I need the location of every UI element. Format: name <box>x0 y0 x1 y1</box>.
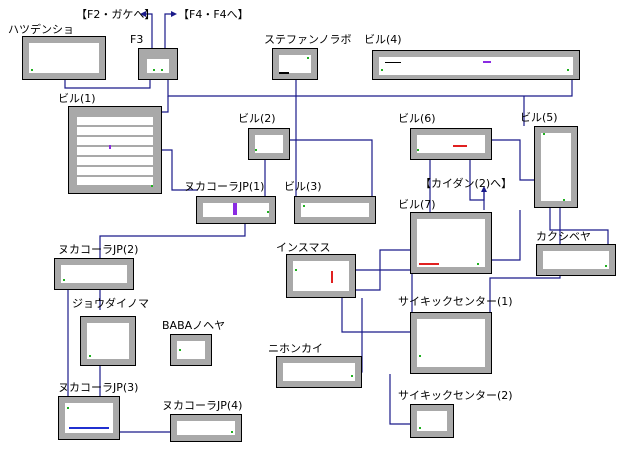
room-stefan-lab[interactable] <box>272 48 318 80</box>
label-f3: F3 <box>130 33 144 46</box>
label-f4-link[interactable]: 【F4・F4へ】 <box>178 8 249 21</box>
room-building3[interactable] <box>294 196 376 224</box>
label-building5: ビル(5) <box>520 111 558 124</box>
room-psychic1[interactable] <box>410 312 492 374</box>
label-nukacola3: ヌカコーラJP(3) <box>58 381 139 394</box>
label-building2: ビル(2) <box>238 112 276 125</box>
label-psychic1: サイキックセンター(1) <box>398 295 513 308</box>
label-nukacola2: ヌカコーラJP(2) <box>58 243 139 256</box>
room-baba[interactable] <box>170 334 212 366</box>
room-hatsudensho[interactable] <box>22 36 106 80</box>
room-nihonkai[interactable] <box>276 356 362 388</box>
room-building4[interactable] <box>372 50 580 80</box>
room-psychic2[interactable] <box>410 404 454 438</box>
room-nukacola4[interactable] <box>170 414 242 442</box>
room-building6[interactable] <box>410 128 492 160</box>
room-building5[interactable] <box>534 126 578 208</box>
room-nukacola1[interactable] <box>196 196 276 224</box>
label-f2-link[interactable]: 【F2・ガケへ】 <box>76 8 156 21</box>
label-building3: ビル(3) <box>284 180 322 193</box>
label-building1: ビル(1) <box>58 92 96 105</box>
label-nukacola1: ヌカコーラJP(1) <box>184 180 265 193</box>
room-nukacola3[interactable] <box>58 396 120 440</box>
room-building7[interactable] <box>410 212 492 274</box>
label-baba: BABAノヘヤ <box>162 319 226 332</box>
room-innsmouth[interactable] <box>286 254 356 298</box>
label-psychic2: サイキックセンター(2) <box>398 389 513 402</box>
label-building6: ビル(6) <box>398 112 436 125</box>
room-f3[interactable] <box>138 48 178 80</box>
label-stefan-lab: ステファンノラボ <box>264 33 352 46</box>
room-building2[interactable] <box>248 128 290 160</box>
label-building4: ビル(4) <box>364 33 402 46</box>
room-kakushibeya[interactable] <box>536 244 616 276</box>
room-joudainoma[interactable] <box>80 316 136 366</box>
label-kakushibeya: カクシベヤ <box>536 230 591 243</box>
label-kaidan-link[interactable]: 【カイダン(2)へ】 <box>420 177 513 190</box>
label-hatsudensho: ハツデンショ <box>8 23 74 36</box>
label-joudainoma: ジョウダイノマ <box>72 297 149 310</box>
room-nukacola2[interactable] <box>54 258 134 290</box>
room-building1[interactable] <box>68 106 162 194</box>
label-nukacola4: ヌカコーラJP(4) <box>162 399 243 412</box>
label-building7: ビル(7) <box>398 198 436 211</box>
label-innsmouth: インスマス <box>276 241 331 254</box>
label-nihonkai: ニホンカイ <box>268 342 323 355</box>
